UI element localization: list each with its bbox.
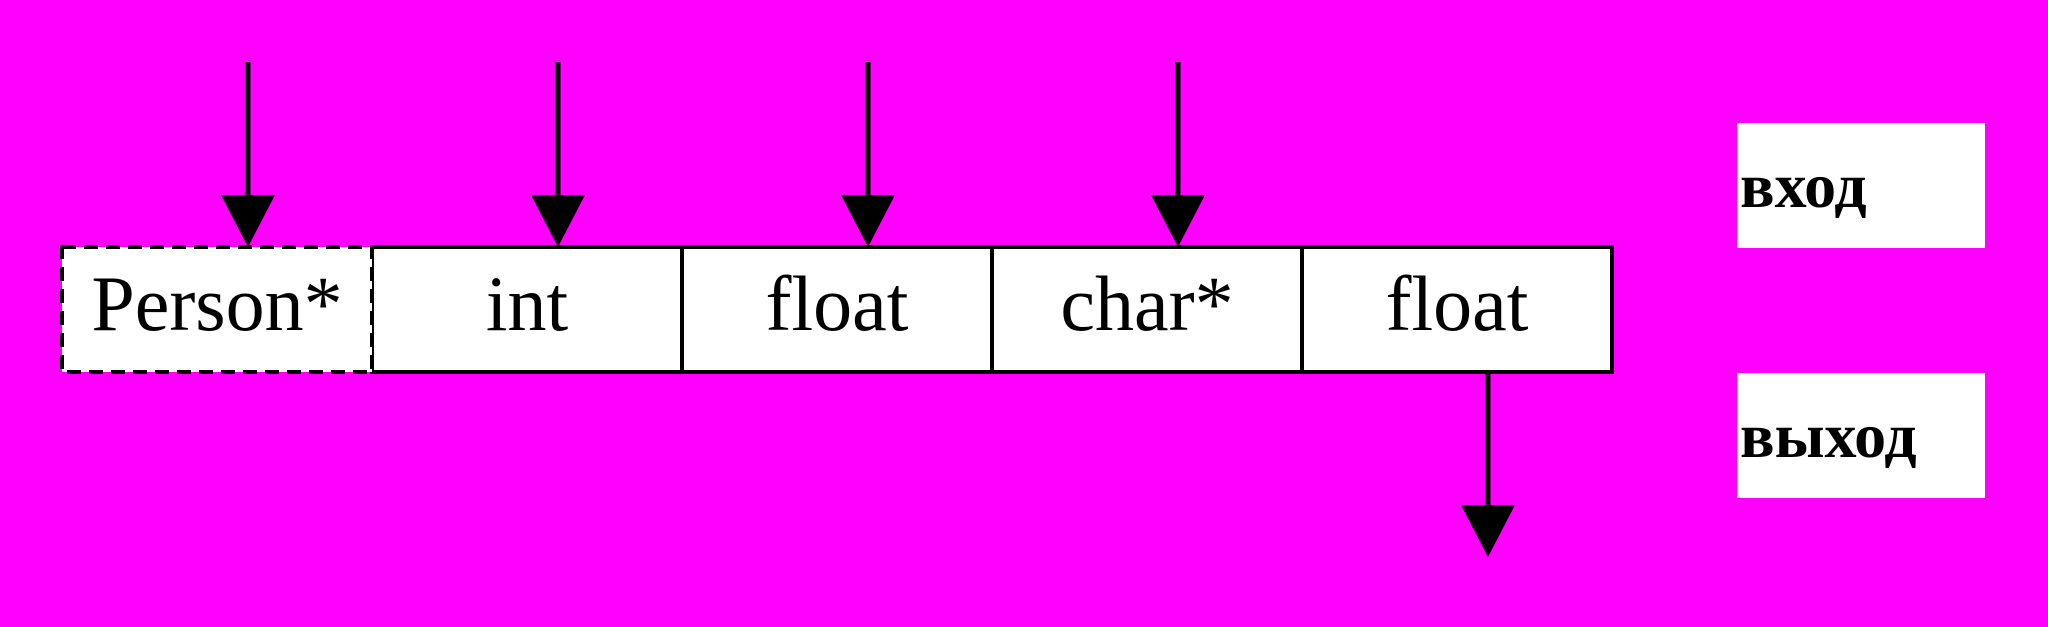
- input-arrow: [221, 62, 275, 247]
- stack-cell: int: [370, 245, 684, 374]
- stack-cell: char*: [990, 245, 1304, 374]
- input-legend-label: вход: [1740, 149, 1867, 221]
- stack-cell-border: [990, 245, 1304, 374]
- input-arrow: [531, 62, 585, 247]
- stack-cell: float: [680, 245, 994, 374]
- stack-arrows: [221, 62, 1515, 557]
- input-arrow: [1151, 62, 1205, 247]
- stack-cell-border: [60, 245, 374, 374]
- output-legend-box: выход: [1737, 373, 1985, 498]
- stack-cell-label: char*: [1060, 260, 1233, 347]
- output-arrow: [1461, 372, 1515, 557]
- stack-cell-label: Person*: [91, 260, 342, 347]
- stack-cell-border: [680, 245, 994, 374]
- stack-cell-border: [370, 245, 684, 374]
- input-legend-box: вход: [1737, 123, 1985, 248]
- stack-cell-label: float: [766, 260, 909, 347]
- stack-cell: float: [1300, 245, 1614, 374]
- stack-cell: Person*: [60, 245, 374, 374]
- input-arrow: [841, 62, 895, 247]
- stack-cell-border: [1300, 245, 1614, 374]
- stack-cell-label: int: [486, 260, 569, 347]
- stack-cell-label: float: [1386, 260, 1529, 347]
- output-legend-label: выход: [1740, 399, 1917, 471]
- stack-cells: int float char* float Person*: [60, 245, 1614, 374]
